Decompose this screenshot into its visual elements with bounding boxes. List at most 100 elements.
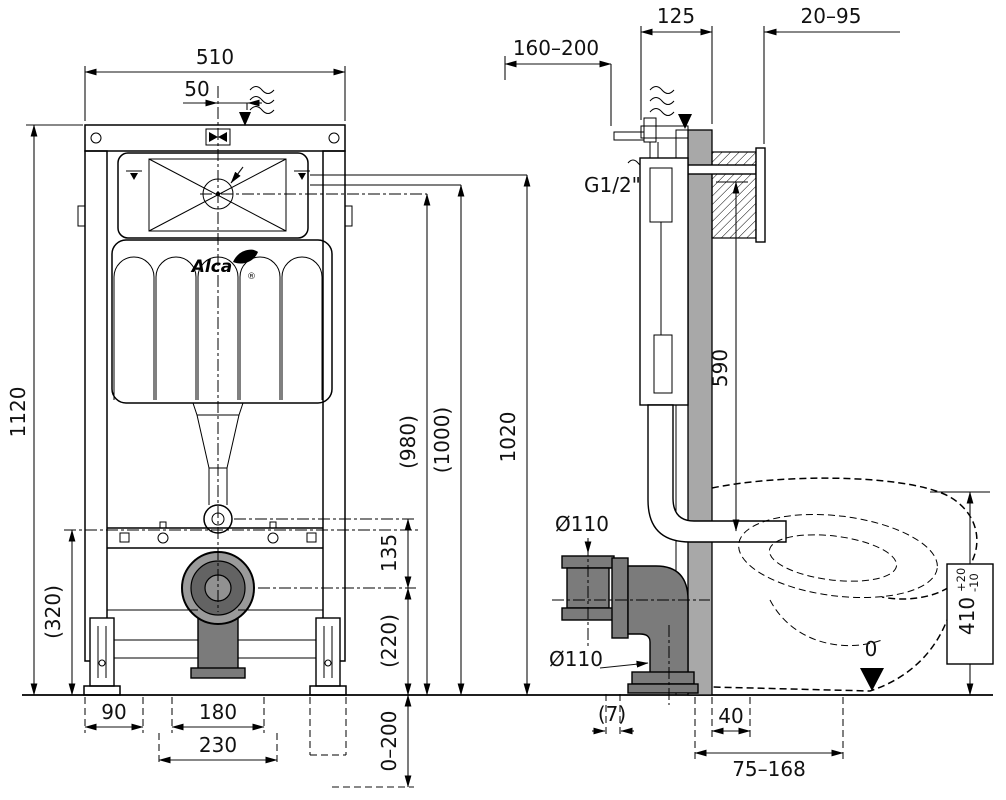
elbow-inlet-flange — [611, 557, 629, 639]
dim-1120: 1120 — [6, 124, 83, 696]
cistern-rib — [113, 256, 155, 400]
dim-160-200: 160–200 — [504, 36, 612, 126]
dim-label-510: 510 — [196, 45, 234, 69]
dim-label-1000: (1000) — [430, 407, 454, 474]
cistern-profile — [639, 157, 689, 406]
dim-125: 125 — [640, 4, 713, 124]
dim-label-1020: 1020 — [496, 412, 520, 463]
front-view: Alca ® — [6, 45, 531, 788]
registered-mark: ® — [247, 272, 256, 282]
dim-label-220: (220) — [377, 614, 401, 668]
wc-bowl-outline — [711, 477, 978, 692]
flush-valve — [653, 334, 673, 394]
dim-label-160-200: 160–200 — [513, 36, 599, 60]
dim-1000: (1000) — [430, 184, 465, 696]
cistern-rib — [281, 256, 323, 400]
dim-label-1120: 1120 — [6, 387, 30, 438]
panel-clip-left — [126, 170, 142, 180]
wall-bracket-left — [77, 205, 85, 227]
wall-section — [687, 129, 713, 696]
dim-label-20-95: 20–95 — [801, 4, 862, 28]
water-flow-icon — [649, 86, 675, 116]
leaf-icon — [233, 249, 258, 264]
frame-bolt-left — [90, 132, 102, 144]
dim-180: 180 — [171, 697, 265, 733]
cistern-rib — [239, 256, 281, 400]
outlet-elbow — [611, 557, 699, 694]
dim-90: 90 — [84, 697, 144, 733]
floor-datum-marker: 0 — [860, 637, 884, 691]
dim-50: 50 — [183, 77, 262, 110]
bowl-height-dimension: 410 +20 -10 — [930, 491, 994, 696]
frame-foot-left — [83, 617, 121, 696]
dim-980: (980) — [396, 193, 431, 696]
dim-label-40: 40 — [718, 704, 743, 728]
dim-20-95: 20–95 — [763, 4, 900, 144]
dim-label-180: 180 — [199, 700, 237, 724]
dim-label-135: 135 — [377, 534, 401, 572]
dim-label-90: 90 — [101, 700, 126, 724]
dim-0-200: 0–200 — [309, 694, 414, 788]
down-arrow-icon — [239, 112, 251, 126]
dim-label-410: 410 — [955, 597, 979, 635]
frame-left-rail — [84, 150, 108, 662]
dim-320: (320) — [41, 529, 76, 696]
foot-plate-left — [83, 685, 121, 696]
dim-7: (7) — [592, 694, 634, 737]
drain-flange — [190, 667, 246, 679]
water-flow-icon — [249, 86, 275, 114]
dim-dia110-upper: Ø110 — [555, 512, 609, 554]
dim-label-0-200: 0–200 — [377, 711, 401, 772]
down-arrow-icon — [678, 114, 692, 129]
dim-label-125: 125 — [657, 4, 695, 28]
panel-clip-right — [294, 170, 310, 180]
dim-1020: 1020 — [496, 174, 531, 696]
dim-label-dia110-lower: Ø110 — [549, 647, 603, 671]
water-inlet-assembly — [613, 117, 689, 160]
dim-135: 135 — [377, 518, 412, 589]
dim-label-980: (980) — [396, 415, 420, 469]
flush-rod — [687, 164, 757, 175]
mounting-frame — [77, 124, 353, 662]
flush-plate — [755, 147, 766, 243]
dim-label-75-168: 75–168 — [732, 757, 806, 781]
port-pointer-arrow-icon — [230, 166, 244, 184]
foot-plate-right — [309, 685, 347, 696]
plate-bolt — [157, 532, 169, 544]
brand-logo: Alca — [190, 257, 233, 277]
plate-bolt — [267, 532, 279, 544]
dim-label-50: 50 — [184, 77, 209, 101]
dim-label-7: (7) — [598, 702, 626, 726]
centerlines-side — [552, 544, 710, 705]
dim-label-320: (320) — [41, 585, 65, 639]
frame-right-rail — [322, 150, 346, 662]
dim-40: 40 — [711, 697, 751, 738]
dim-75-168: 75–168 — [694, 697, 844, 781]
cistern-rib — [155, 256, 197, 400]
frame-top-bar — [84, 124, 346, 152]
datum-triangle-icon — [860, 668, 884, 691]
dim-label-410-tol-plus: +20 — [954, 568, 968, 592]
elbow-base-flange — [627, 683, 699, 694]
dim-label-230: 230 — [199, 733, 237, 757]
mounting-plate — [107, 521, 323, 549]
frame-bolt-right — [328, 132, 340, 144]
dim-510: 510 — [84, 45, 346, 121]
side-view: G1/2" Ø110 — [504, 4, 994, 781]
dim-label-590: 590 — [708, 349, 732, 387]
dim-label-dia110-upper: Ø110 — [555, 512, 609, 536]
floor-datum-label: 0 — [865, 637, 878, 661]
dim-dia110-lower: Ø110 — [549, 647, 649, 671]
flush-bend-side — [647, 404, 787, 543]
dim-230: 230 — [158, 733, 278, 766]
flush-panel-opening — [117, 152, 310, 239]
bowl-height-box — [946, 563, 994, 665]
drain-outlet — [181, 551, 255, 679]
cistern-body: Alca ® — [111, 239, 333, 404]
dim-590: 590 — [708, 181, 748, 532]
wall-bracket-right — [345, 205, 353, 227]
frame-foot-right — [309, 617, 347, 696]
dim-label-410-tol-minus: -10 — [967, 573, 981, 592]
